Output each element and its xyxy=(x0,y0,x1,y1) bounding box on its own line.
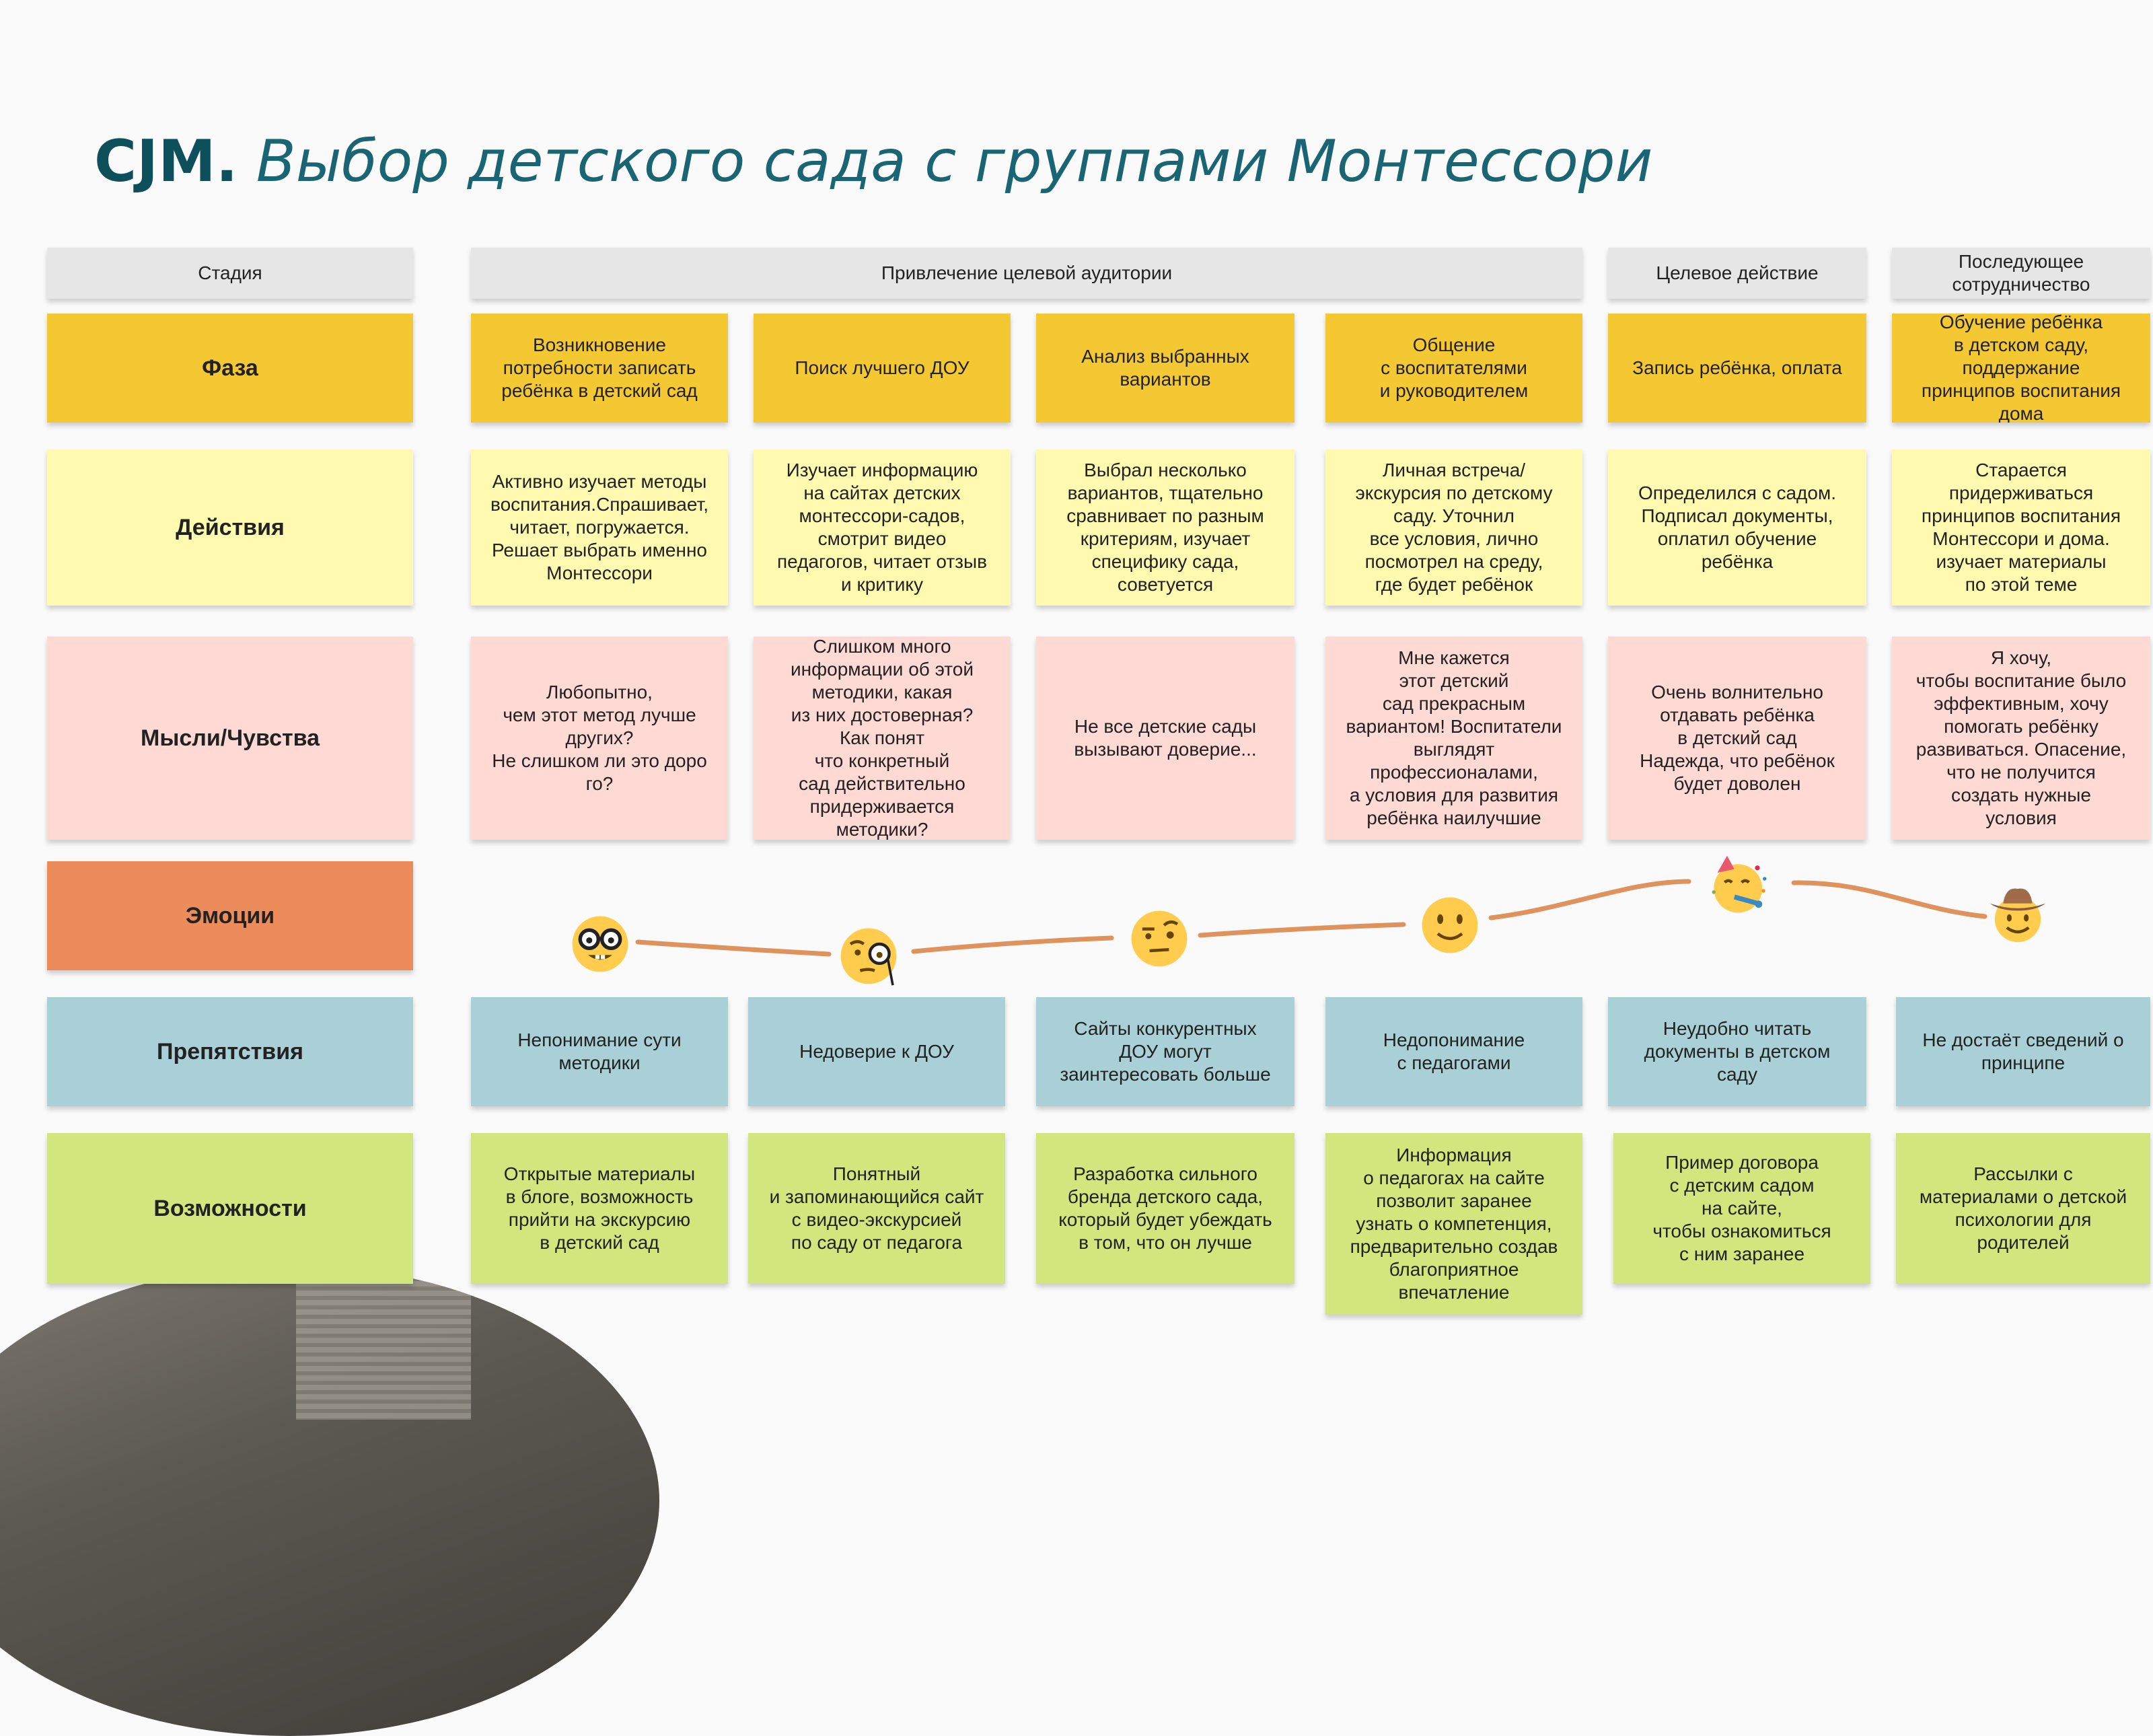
thought-card: Мне кажется этот детский сад прекрасным … xyxy=(1325,637,1582,840)
partying-face-icon xyxy=(1712,855,1767,913)
obstacle-card: Недоверие к ДОУ xyxy=(748,997,1005,1106)
action-card: Выбрал несколько вариантов, тщательно ср… xyxy=(1036,449,1294,606)
opportunity-card: Рассылки с материалами о детской психоло… xyxy=(1896,1133,2150,1284)
obstacle-card: Непонимание сути методики xyxy=(471,997,728,1106)
page-title: CJM. Выбор детского сада с группами Монт… xyxy=(94,121,1652,202)
title-bold: CJM. xyxy=(94,128,238,195)
phase-card: Запись ребёнка, оплата xyxy=(1608,314,1866,423)
thought-card: Очень волнительно отдавать ребёнка в дет… xyxy=(1608,637,1866,840)
stage-target: Целевое действие xyxy=(1608,248,1866,299)
title-text: Выбор детского сада с группами Монтессор… xyxy=(256,128,1653,195)
opportunity-card: Пример договора с детским садом на сайте… xyxy=(1613,1133,1870,1284)
row-label-obstacles: Препятствия xyxy=(47,997,413,1106)
thought-card: Я хочу, чтобы воспитание было эффективны… xyxy=(1892,637,2150,840)
row-label-emotions: Эмоции xyxy=(47,861,413,970)
slightly-smiling-face-icon xyxy=(1422,897,1478,953)
face-with-raised-eyebrow-icon xyxy=(1131,910,1188,967)
obstacle-card: Недопонимание с педагогами xyxy=(1325,997,1582,1106)
action-card: Определился с садом. Подписал документы,… xyxy=(1608,449,1866,606)
action-card: Личная встреча/ экскурсия по детскому са… xyxy=(1325,449,1582,606)
obstacle-card: Неудобно читать документы в детском саду xyxy=(1608,997,1866,1106)
stage-attraction: Привлечение целевой аудитории xyxy=(471,248,1582,299)
thought-card: Любопытно, чем этот метод лучше других? … xyxy=(471,637,728,840)
thought-card: Не все детские сады вызывают доверие... xyxy=(1036,637,1294,840)
face-with-monocle-icon xyxy=(840,928,897,986)
phase-card: Анализ выбранных вариантов xyxy=(1036,314,1294,423)
row-label-thoughts: Мысли/Чувства xyxy=(47,637,413,840)
obstacle-card: Сайты конкурентных ДОУ могут заинтересов… xyxy=(1036,997,1294,1106)
opportunity-card: Разработка сильного бренда детского сада… xyxy=(1036,1133,1294,1284)
cowboy-hat-face-icon xyxy=(1990,888,2046,943)
stage-followup: Последующее сотрудничество xyxy=(1892,248,2150,299)
emotion-curve xyxy=(635,879,1987,957)
action-card: Активно изучает методы воспитания.Спраши… xyxy=(471,449,728,606)
phase-card: Возникновение потребности записать ребён… xyxy=(471,314,728,423)
action-card: Старается придерживаться принципов воспи… xyxy=(1892,449,2150,606)
opportunity-card: Информация о педагогах на сайте позволит… xyxy=(1325,1133,1582,1315)
obstacle-card: Не достаёт сведений о принципе xyxy=(1896,997,2150,1106)
row-label-phase: Фаза xyxy=(47,314,413,423)
row-label-opportunities: Возможности xyxy=(47,1133,413,1284)
row-label-stage: Стадия xyxy=(47,248,413,299)
nerd-face-icon xyxy=(572,916,628,972)
opportunity-card: Открытые материалы в блоге, возможность … xyxy=(471,1133,728,1284)
opportunity-card: Понятный и запоминающийся сайт с видео-э… xyxy=(748,1133,1005,1284)
row-label-actions: Действия xyxy=(47,449,413,606)
phase-card: Обучение ребёнка в детском саду, поддерж… xyxy=(1892,314,2150,423)
phase-card: Поиск лучшего ДОУ xyxy=(754,314,1011,423)
action-card: Изучает информацию на сайтах детских мон… xyxy=(754,449,1011,606)
phase-card: Общение с воспитателями и руководителем xyxy=(1325,314,1582,423)
thought-card: Слишком много информации об этой методик… xyxy=(754,637,1011,840)
